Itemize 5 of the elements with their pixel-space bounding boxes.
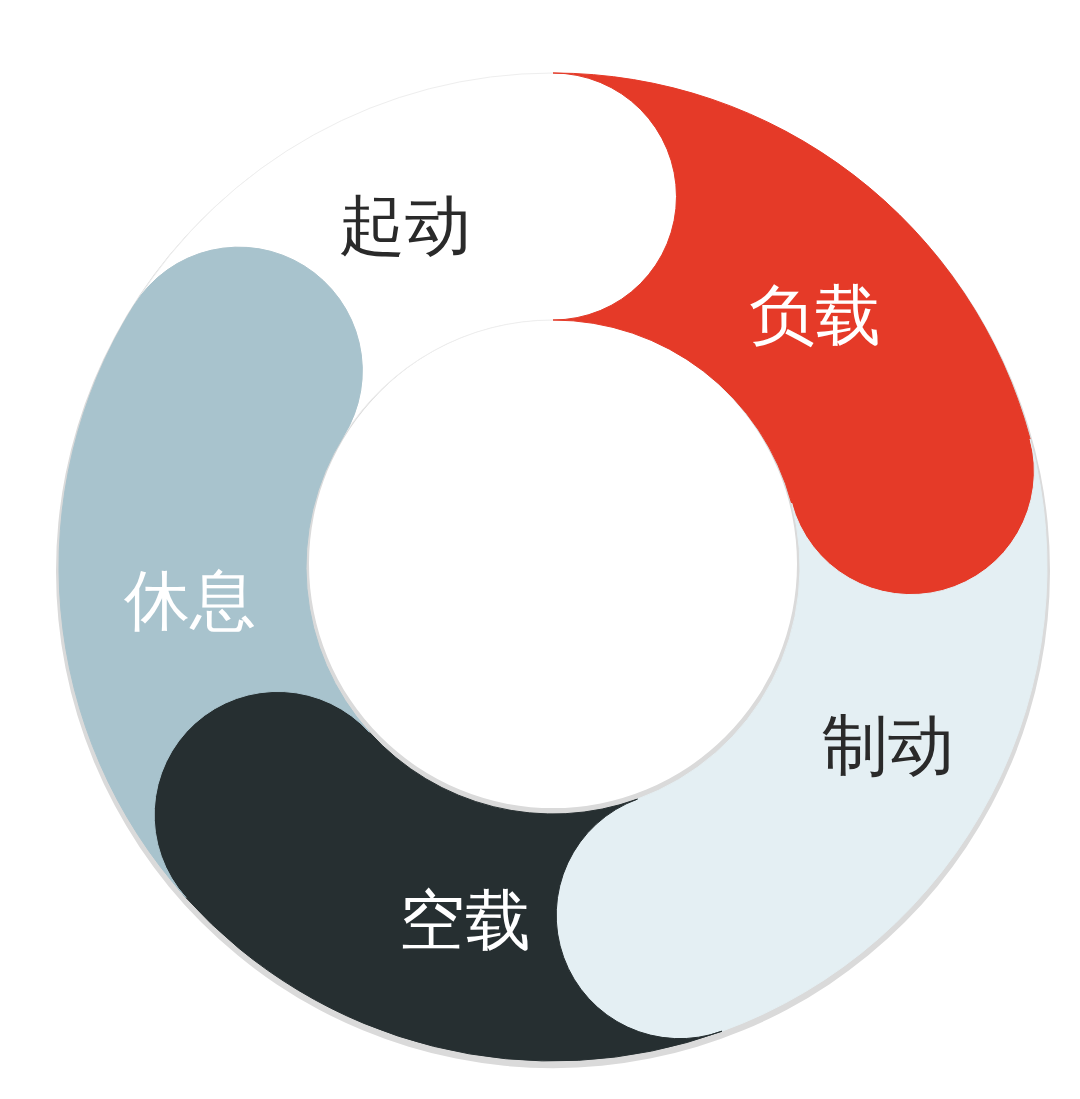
segment-label: 负载 bbox=[749, 283, 881, 349]
segment-label: 休息 bbox=[124, 568, 256, 634]
segment-label: 空载 bbox=[399, 888, 531, 954]
segment-label: 起动 bbox=[339, 193, 471, 259]
segment-label: 制动 bbox=[822, 713, 954, 779]
